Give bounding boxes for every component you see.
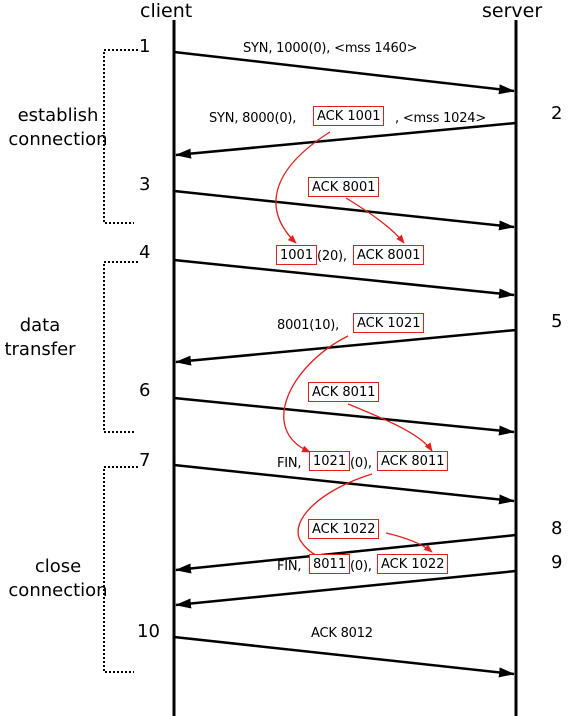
step-number: 5 — [551, 311, 563, 332]
message-2-prefix: SYN, 8000(0), — [209, 111, 297, 126]
phase-label-line: establish — [17, 105, 99, 126]
message-6-ack-box: ACK 8011 — [308, 382, 380, 402]
annotation-ack8011-to-8011 — [297, 473, 373, 565]
step-number: 2 — [551, 103, 563, 124]
phase-data-transfer: data transfer — [0, 314, 80, 363]
message-4-mid: (20), — [317, 249, 347, 264]
arrow-7 — [173, 463, 515, 505]
phase-label-line: connection — [8, 580, 108, 602]
message-5-ack-box: ACK 1021 — [353, 313, 425, 333]
annotation-ack1021-to-1021 — [283, 335, 349, 453]
message-5-prefix: 8001(10), — [277, 318, 340, 333]
message-9-mid: (0), — [350, 559, 372, 574]
server-column-title: server — [482, 0, 543, 22]
arrow-5 — [175, 328, 517, 366]
arrow-4 — [173, 258, 515, 299]
message-10-label: ACK 8012 — [311, 626, 373, 641]
message-2-suffix: , <mss 1024> — [395, 111, 487, 126]
step-number: 6 — [139, 380, 151, 401]
phase-label-line: transfer — [4, 339, 76, 361]
arrow-9 — [175, 569, 517, 609]
phase-label-line: connection — [8, 129, 108, 151]
phase-label-line: close — [34, 556, 82, 577]
phase-label-line: data — [19, 315, 61, 336]
annotation-ack1022-to-ack1022 — [385, 532, 433, 553]
message-7-seq-box: 1021 — [309, 451, 351, 471]
step-number: 8 — [551, 518, 563, 539]
arrow-2 — [175, 121, 517, 159]
arrow-1 — [173, 50, 515, 95]
message-1-label: SYN, 1000(0), <mss 1460> — [243, 41, 418, 56]
client-column-title: client — [140, 0, 193, 22]
arrow-8 — [175, 533, 517, 574]
step-number: 1 — [139, 36, 151, 57]
message-7-prefix: FIN, — [277, 456, 302, 471]
message-9-prefix: FIN, — [277, 559, 302, 574]
step-number: 9 — [551, 552, 563, 573]
message-3-ack-box: ACK 8001 — [308, 177, 380, 197]
message-9-seq-box: 8011 — [309, 554, 351, 574]
annotation-ack1001-to-1001 — [275, 131, 331, 244]
close-bracket — [103, 466, 138, 673]
step-number: 4 — [139, 242, 151, 263]
message-8-ack-box: ACK 1022 — [308, 519, 380, 539]
step-number: 7 — [139, 450, 151, 471]
arrow-3 — [173, 189, 515, 231]
phase-close-connection: close connection — [0, 555, 116, 604]
annotation-ack8001-to-ack8001 — [345, 197, 405, 244]
message-7-mid: (0), — [350, 456, 372, 471]
message-4-ack-box: ACK 8001 — [353, 245, 425, 265]
annotation-ack8011-to-ack8011 — [347, 403, 433, 452]
message-7-ack-box: ACK 8011 — [377, 451, 449, 471]
step-number: 3 — [139, 174, 151, 195]
establish-bracket — [103, 49, 138, 224]
transfer-bracket — [103, 261, 138, 433]
arrow-10 — [173, 635, 515, 678]
message-9-ack-box: ACK 1022 — [377, 554, 449, 574]
message-4-seq-box: 1001 — [276, 245, 318, 265]
message-2-ack-box: ACK 1001 — [313, 106, 385, 126]
step-number: 10 — [137, 621, 160, 642]
arrow-6 — [173, 396, 515, 436]
phase-establish-connection: establish connection — [0, 104, 116, 153]
